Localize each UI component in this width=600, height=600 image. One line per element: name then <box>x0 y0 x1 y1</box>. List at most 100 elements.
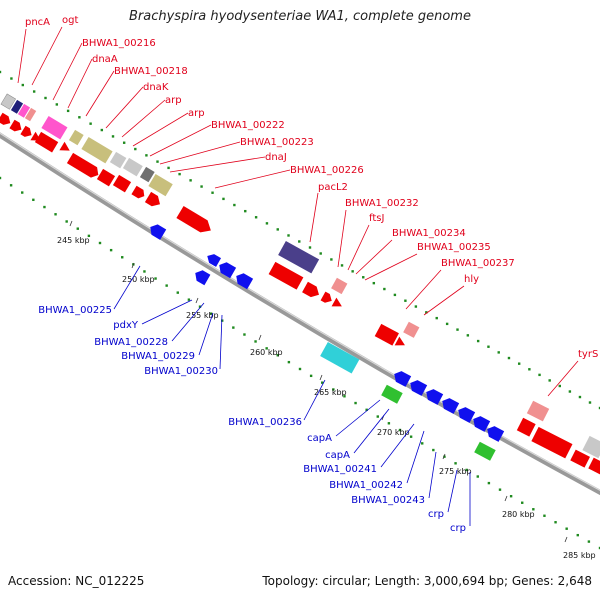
gc-dot <box>121 256 124 259</box>
gc-dot <box>558 384 561 388</box>
gene-feature <box>144 191 161 207</box>
tick-label: 275 kbp <box>439 467 472 476</box>
forward-gene-label: BHWA1_00226 <box>290 165 364 176</box>
gc-dot <box>435 316 438 320</box>
reverse-gene-label: crp <box>450 523 466 534</box>
leader-line <box>335 399 381 437</box>
gc-dot <box>309 374 313 378</box>
tick-mark <box>504 495 508 502</box>
leader-line <box>337 209 347 268</box>
tick-label: 260 kbp <box>250 348 283 357</box>
leader-line <box>380 423 415 468</box>
gc-dot <box>233 203 236 207</box>
forward-gene-label: BHWA1_00234 <box>392 228 466 239</box>
gc-dot <box>21 83 25 87</box>
reverse-gene-label: crp <box>428 509 444 520</box>
gene-feature <box>473 416 491 432</box>
leader-line <box>31 26 63 86</box>
gc-dot <box>176 291 179 294</box>
gc-dot <box>276 228 279 231</box>
gene-feature <box>0 112 11 125</box>
gc-dot <box>476 475 479 478</box>
forward-gene-label: tyrS <box>578 349 598 360</box>
gc-dot <box>487 345 490 348</box>
forward-strand-features <box>0 93 600 475</box>
gc-dot <box>432 448 435 452</box>
leader-line <box>309 192 319 243</box>
gc-dot <box>340 264 344 267</box>
gc-dot <box>232 326 235 329</box>
forward-gene-label: arp <box>165 95 182 106</box>
gc-dot <box>32 198 35 202</box>
gc-dot <box>287 360 291 364</box>
gc-dot <box>89 122 92 125</box>
gene-feature <box>96 168 116 187</box>
gene-feature <box>588 457 600 475</box>
gc-dot <box>393 293 397 297</box>
gene-feature <box>41 115 68 140</box>
gc-dot <box>383 287 386 291</box>
reverse-strand-features <box>150 224 505 461</box>
gc-dot <box>165 284 168 287</box>
gene-feature <box>442 398 460 414</box>
forward-gene-label: pncA <box>25 17 50 28</box>
gc-dot <box>265 222 269 225</box>
gc-dot <box>509 495 513 498</box>
leader-line <box>149 124 212 157</box>
leader-line <box>347 224 370 271</box>
gene-feature <box>176 205 211 233</box>
gc-dot <box>421 442 424 445</box>
gc-dot <box>365 408 368 412</box>
reverse-gene-label: BHWA1_00236 <box>228 417 302 428</box>
gc-dot <box>543 514 546 517</box>
gc-dot <box>154 277 157 280</box>
gc-dot <box>244 209 247 213</box>
leader-line <box>353 408 390 454</box>
leader-line <box>113 265 141 310</box>
tick-mark <box>319 374 323 381</box>
forward-gene-label: dnaK <box>143 82 169 93</box>
gc-dot <box>466 334 470 337</box>
gc-dot <box>44 96 47 100</box>
forward-gene-label: arp <box>188 108 205 119</box>
gc-dot <box>156 160 159 163</box>
genome-backbone <box>0 132 600 496</box>
gc-dot <box>376 415 379 418</box>
gene-feature <box>66 152 99 178</box>
gc-dot <box>487 481 491 485</box>
gc-dot <box>409 435 413 438</box>
gc-dot <box>387 422 391 425</box>
gene-feature <box>10 99 24 114</box>
gene-feature <box>0 93 17 110</box>
gc-dot <box>134 147 137 151</box>
gc-dot <box>476 339 480 343</box>
gc-dot <box>362 276 365 279</box>
leader-line <box>52 42 83 101</box>
gc-dot <box>109 248 113 252</box>
tick-label: 285 kbp <box>563 551 596 560</box>
gc-dot <box>498 488 502 491</box>
gc-dot <box>222 197 225 201</box>
reverse-gene-label: BHWA1_00243 <box>351 495 425 506</box>
reverse-gene-label: pdxY <box>113 320 139 331</box>
leader-line <box>364 253 418 281</box>
gene-feature <box>59 141 70 151</box>
gc-dot <box>565 527 568 530</box>
tick-mark <box>69 220 73 227</box>
gc-dot <box>65 220 68 223</box>
forward-gene-label: BHWA1_00218 <box>114 66 188 77</box>
gene-feature <box>374 323 399 346</box>
leader-line <box>121 99 166 138</box>
gc-dot <box>254 216 258 219</box>
gc-dot <box>354 401 357 405</box>
gc-dot <box>425 311 428 314</box>
reverse-gene-label: BHWA1_00241 <box>303 464 377 475</box>
gene-feature <box>320 291 332 303</box>
leader-line <box>219 314 223 370</box>
gc-dot <box>298 367 302 371</box>
gc-dot <box>497 351 500 354</box>
gc-dot <box>55 103 59 106</box>
leader-line <box>141 299 193 325</box>
